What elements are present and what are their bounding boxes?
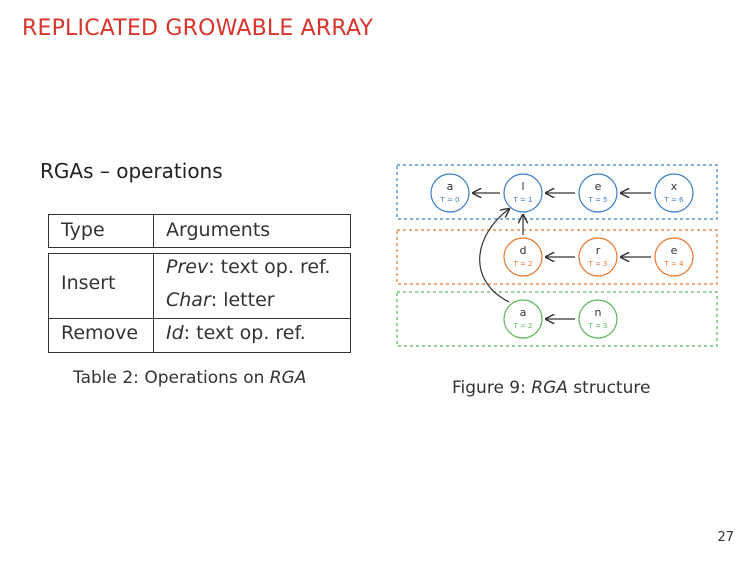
- figure-caption: Figure 9: RGA structure: [452, 378, 651, 398]
- table-header-type: Type: [61, 219, 105, 241]
- row-group-box: [396, 164, 718, 220]
- rga-node: [578, 173, 618, 213]
- rga-node-letter: x: [671, 180, 678, 193]
- table-cell-insert-arg-char: Char: letter: [166, 289, 275, 311]
- rga-node-letter: l: [521, 180, 524, 193]
- row-group-box: [396, 229, 718, 285]
- rga-node: [654, 237, 694, 277]
- page-number: 27: [717, 530, 734, 545]
- rga-node-timestamp: T = 0: [439, 196, 459, 204]
- rga-node-letter: e: [671, 244, 678, 257]
- rga-node-timestamp: T = 4: [663, 260, 684, 268]
- rga-node-timestamp: T = 1: [512, 196, 532, 204]
- rga-node: [503, 299, 543, 339]
- rga-node: [430, 173, 470, 213]
- rga-node: [578, 237, 618, 277]
- rga-node: [503, 173, 543, 213]
- rga-branch-arrow: [479, 209, 509, 303]
- table-body: [48, 253, 351, 353]
- table-header-row: [48, 214, 351, 248]
- rga-node-timestamp: T = 5: [587, 196, 607, 204]
- rga-node-letter: r: [596, 244, 601, 257]
- rga-structure-figure: a T = 0 l T = 1 e T = 5 x T = 6 d T = 2 r T = 3 e T =…: [396, 164, 718, 347]
- table-cell-insert-arg-prev: Prev: text op. ref.: [166, 256, 331, 278]
- rga-node-timestamp: T = 2: [512, 322, 532, 330]
- table-header-arguments: Arguments: [166, 219, 271, 241]
- rga-node-timestamp: T = 6: [663, 196, 684, 204]
- row-group-box: [396, 291, 718, 347]
- rga-node: [503, 237, 543, 277]
- rga-node-timestamp: T = 3: [587, 260, 607, 268]
- rga-node-timestamp: T = 3: [587, 322, 607, 330]
- rga-node-timestamp: T = 2: [512, 260, 532, 268]
- rga-node-letter: n: [595, 306, 602, 319]
- slide-title: REPLICATED GROWABLE ARRAY: [22, 16, 374, 41]
- section-heading: RGAs – operations: [40, 159, 223, 183]
- table-cell-remove-type: Remove: [61, 322, 139, 344]
- rga-node: [654, 173, 694, 213]
- rga-node-letter: e: [595, 180, 602, 193]
- table-cell-insert-type: Insert: [61, 272, 116, 294]
- rga-node-letter: a: [520, 306, 527, 319]
- rga-node-letter: d: [520, 244, 527, 257]
- table-caption: Table 2: Operations on RGA: [73, 368, 307, 388]
- rga-node-letter: a: [447, 180, 454, 193]
- table-cell-remove-arg-id: Id: text op. ref.: [166, 322, 306, 344]
- rga-node: [578, 299, 618, 339]
